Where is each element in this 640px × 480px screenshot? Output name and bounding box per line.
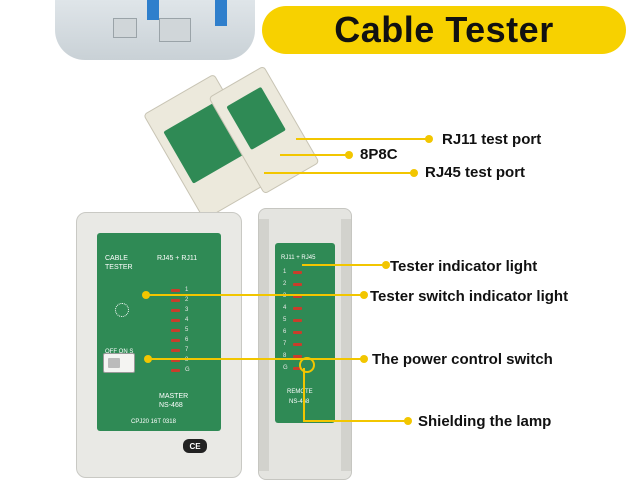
led-number: 5	[185, 327, 189, 333]
master-led	[171, 289, 180, 292]
power-switch-callout: The power control switch	[372, 351, 553, 368]
master-led	[171, 309, 180, 312]
rj45-callout: RJ45 test port	[425, 164, 526, 181]
title-banner: Cable Tester	[262, 6, 626, 54]
led-number: 7	[185, 347, 189, 353]
remote-unit: RJ11 + RJ45 1 2 3 4 5 6 7 8 G REMOTE NS-…	[258, 208, 352, 480]
led-number: 1	[185, 287, 189, 293]
remote-led	[293, 319, 302, 322]
onoff-label: OFF ON S	[105, 349, 134, 355]
blue-cable	[147, 0, 159, 20]
tester-label: TESTER	[105, 264, 133, 271]
remote-model-line1: REMOTE	[287, 389, 313, 395]
remote-led	[293, 271, 302, 274]
shielding-callout: Shielding the lamp	[418, 413, 552, 430]
master-led	[171, 319, 180, 322]
8p8c-callout: 8P8C	[360, 146, 398, 163]
remote-led-number: 7	[283, 341, 287, 347]
master-model-line2: NS-468	[159, 402, 183, 409]
led-number: 4	[185, 317, 189, 323]
master-led	[171, 369, 180, 372]
ports-label: RJ45 + RJ11	[157, 255, 198, 262]
led-number: 3	[185, 307, 189, 313]
ce-mark-logo: CE	[183, 439, 207, 453]
master-led	[171, 359, 180, 362]
switch-indicator-callout: Tester switch indicator light	[370, 288, 569, 305]
master-led	[171, 339, 180, 342]
power-switch[interactable]	[103, 353, 135, 373]
master-code: CPJ20 16T 0318	[131, 419, 176, 425]
remote-led	[293, 331, 302, 334]
remote-led	[293, 355, 302, 358]
led-number: 2	[185, 297, 189, 303]
remote-led-number: 8	[283, 353, 287, 359]
remote-led	[293, 343, 302, 346]
rj45-plug	[159, 18, 191, 42]
page-title: Cable Tester	[334, 9, 554, 50]
master-led	[171, 329, 180, 332]
master-unit: CABLE TESTER RJ45 + RJ11 OFF ON S MASTER…	[76, 212, 242, 478]
remote-model-line2: NS-468	[289, 399, 310, 405]
remote-led	[293, 295, 302, 298]
master-led	[171, 299, 180, 302]
remote-led-number: 5	[283, 317, 287, 323]
tester-indicator-callout: Tester indicator light	[390, 258, 538, 275]
master-model-line1: MASTER	[159, 393, 189, 400]
remote-led-number: 6	[283, 329, 287, 335]
remote-ports-label: RJ11 + RJ45	[281, 255, 316, 261]
remote-led	[293, 283, 302, 286]
remote-led-number: 4	[283, 305, 287, 311]
master-led	[171, 349, 180, 352]
remote-led-number: 3	[283, 293, 287, 299]
remote-led-number: 1	[283, 269, 287, 275]
remote-led-number: 2	[283, 281, 287, 287]
remote-led	[293, 367, 302, 370]
remote-side-right	[341, 219, 351, 471]
master-panel: CABLE TESTER RJ45 + RJ11 OFF ON S MASTER…	[97, 233, 221, 431]
switch-indicator-icon	[115, 303, 129, 317]
led-number: G	[185, 367, 190, 373]
led-number: 6	[185, 337, 189, 343]
connector-inset-photo	[55, 0, 255, 60]
blue-cable-2	[215, 0, 227, 26]
rj11-plug	[113, 18, 137, 38]
rj11-callout: RJ11 test port	[442, 131, 542, 148]
remote-side-left	[259, 219, 269, 471]
remote-led	[293, 307, 302, 310]
remote-panel: RJ11 + RJ45 1 2 3 4 5 6 7 8 G REMOTE NS-…	[275, 243, 335, 423]
led-number: 8	[185, 357, 189, 363]
cable-label: CABLE	[105, 255, 128, 262]
remote-led-number: G	[283, 365, 288, 371]
